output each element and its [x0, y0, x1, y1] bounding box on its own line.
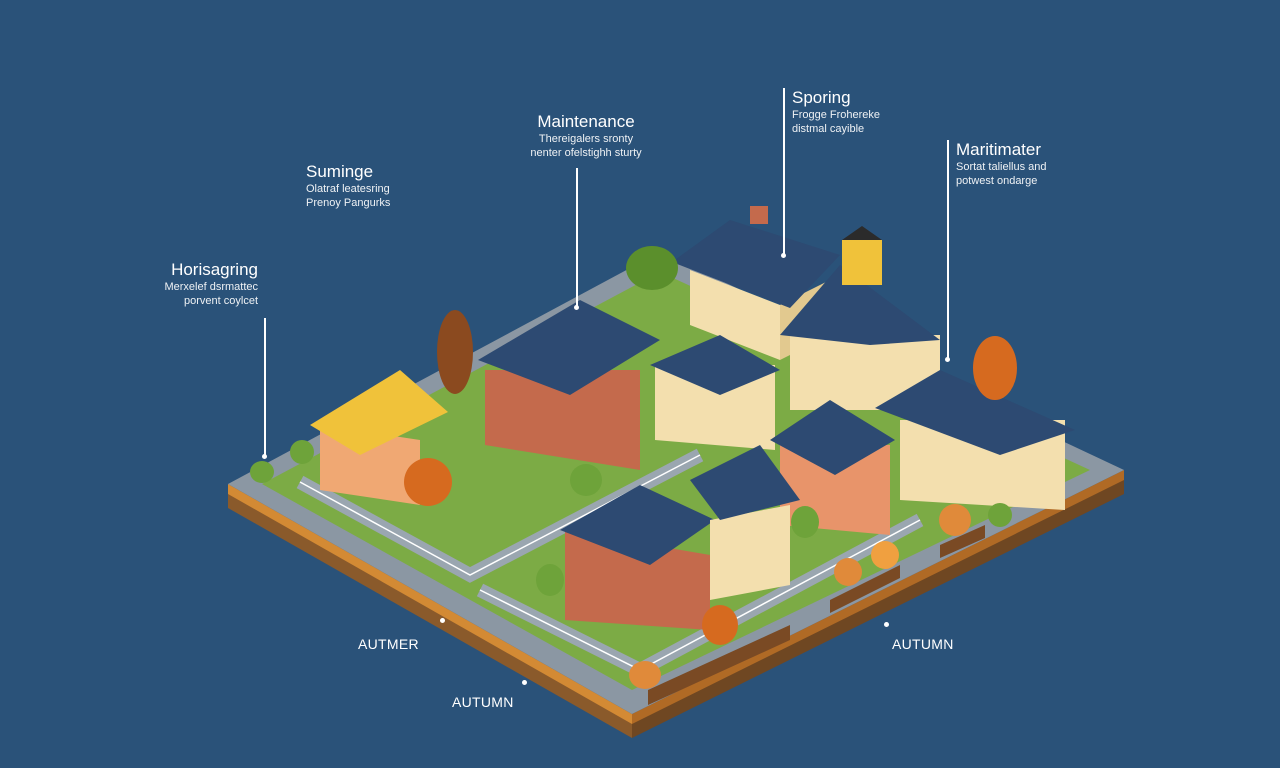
house-front-brick-wall: [565, 530, 710, 630]
tree-autumn-left: [404, 458, 452, 506]
chimney: [750, 206, 768, 224]
callout-desc-line: Prenoy Pangurks: [306, 197, 391, 209]
leader-dot-horisagring: [262, 454, 267, 459]
callout-horisagring: Horisagring Merxelef dsrmattec porvent c…: [164, 260, 258, 308]
house-yellow-roof: [310, 370, 448, 455]
leader-line-sporing: [783, 88, 785, 256]
house-front-cream-roof: [690, 445, 800, 520]
house-orange-roof: [770, 400, 895, 475]
house-brick-left-wall: [485, 370, 640, 470]
season-label-autumn-right: AUTUMN: [892, 636, 954, 652]
callout-maritimater: Maritimater Sortat taliellus and potwest…: [956, 140, 1047, 188]
callout-desc-line: porvent coylcet: [184, 295, 258, 307]
house-back-wall: [690, 270, 780, 360]
tree-right-green: [791, 506, 819, 538]
hedge-front: [648, 625, 790, 705]
callout-desc-line: Thereigalers sronty: [538, 133, 634, 145]
hedge-right: [830, 565, 900, 613]
callout-desc-line: Sortat taliellus and: [956, 161, 1047, 173]
tree-right-autumn: [939, 504, 971, 536]
tower-top: [842, 240, 882, 285]
house-back-roof: [672, 220, 840, 308]
house-front-cream-wall: [710, 505, 790, 600]
callout-desc-line: Merxelef dsrmattec: [164, 281, 258, 293]
callout-title: Sporing: [792, 88, 851, 107]
tree-right-autumn-2: [871, 541, 899, 569]
marker-dot-autmer: [440, 618, 445, 623]
callout-title: Maritimater: [956, 140, 1042, 159]
callout-title: Suminge: [306, 162, 374, 181]
tree-green-small: [290, 440, 314, 464]
callout-maintenance: Maintenance Thereigalers sronty nenter o…: [506, 112, 666, 160]
tree-front-autumn: [702, 605, 738, 645]
tree-brown: [437, 310, 473, 394]
season-label-autmer: AUTMER: [358, 636, 419, 652]
house-middle-roof: [650, 335, 780, 395]
callout-desc-line: Frogge Frohereke: [792, 109, 881, 121]
house-front-brick-roof: [560, 485, 715, 565]
ground-base-left-edge: [228, 484, 632, 724]
shrub-left-edge: [250, 461, 274, 483]
callout-suminge: Suminge Olatraf leatesring Prenoy Pangur…: [306, 162, 390, 210]
tree-back-green: [626, 246, 678, 290]
leader-dot-maritimater: [945, 357, 950, 362]
house-middle-wall: [655, 365, 775, 450]
leader-dot-sporing: [781, 253, 786, 258]
marker-dot-autumn-bottom: [522, 680, 527, 685]
tower-cap: [842, 226, 882, 240]
season-label-autumn-bottom: AUTUMN: [452, 694, 514, 710]
callout-title: Maintenance: [537, 112, 635, 131]
tree-front-autumn-2: [629, 661, 661, 689]
tree-right-autumn-3: [834, 558, 862, 586]
house-right-roof: [875, 370, 1075, 455]
hedge-far-right: [940, 525, 985, 558]
tree-autumn-right: [973, 336, 1017, 400]
trees: [250, 246, 1017, 689]
leader-line-maritimater: [947, 140, 949, 360]
callout-desc-line: Olatraf leatesring: [306, 183, 390, 195]
ground-base-right-side: [632, 478, 1124, 738]
shrub-right: [988, 503, 1012, 527]
marker-dot-autumn-right: [884, 622, 889, 627]
tree-front-green: [536, 564, 564, 596]
callout-desc-line: nenter ofelstighh sturty: [530, 147, 642, 159]
callout-desc-line: distmal cayible: [792, 123, 865, 135]
callout-title: Horisagring: [171, 260, 258, 279]
leader-line-horisagring: [264, 318, 266, 456]
callout-sporing: Sporing Frogge Frohereke distmal cayible: [792, 88, 880, 136]
leader-line-maintenance: [576, 168, 578, 308]
leader-dot-maintenance: [574, 305, 579, 310]
house-brick-left-roof: [478, 300, 660, 395]
ground-base-right-edge: [632, 470, 1124, 724]
callout-desc-line: potwest ondarge: [956, 175, 1038, 187]
ground-base-left-side: [228, 492, 632, 738]
house-tall-roof: [780, 265, 940, 345]
house-tall-wall: [790, 335, 940, 410]
tree-center-green: [570, 464, 602, 496]
